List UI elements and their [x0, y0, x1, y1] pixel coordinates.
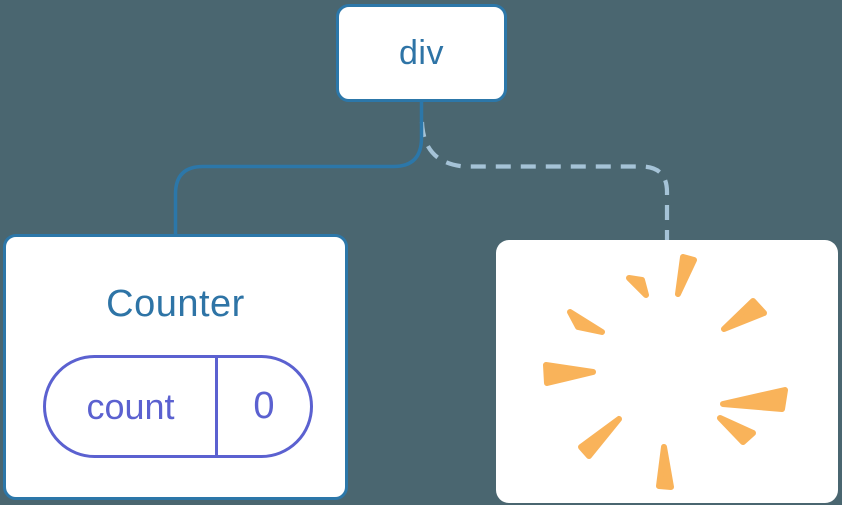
tree-node-counter: Counter count 0	[3, 234, 348, 500]
tree-node-removed	[496, 240, 838, 503]
tree-node-div: div	[336, 4, 507, 102]
state-pill-value: 0	[253, 385, 275, 427]
tree-edge-solid	[173, 99, 424, 237]
tree-edge-dashed	[419, 121, 670, 240]
state-pill: count 0	[43, 355, 313, 458]
counter-component-title: Counter	[106, 283, 245, 325]
node-label-div: div	[399, 33, 444, 72]
state-pill-key: count	[46, 358, 218, 455]
poof-burst-icon	[543, 254, 788, 490]
